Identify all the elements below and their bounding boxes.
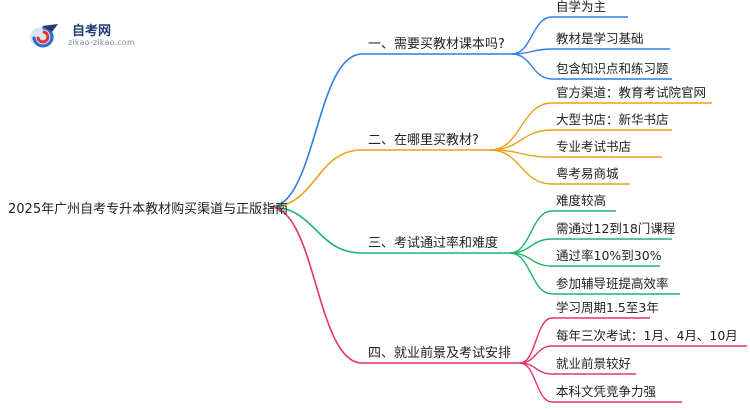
leaf-topic: 需通过12到18门课程 xyxy=(556,221,676,236)
leaf-connector xyxy=(509,210,553,254)
leaf-topic: 粤考易商城 xyxy=(556,166,619,181)
logo-url: zikao-zikao.com xyxy=(68,38,135,47)
leaf-connector xyxy=(519,362,553,403)
branch-connector xyxy=(269,149,363,208)
leaf-topic: 每年三次考试：1月、4月、10月 xyxy=(556,328,738,343)
root-topic: 2025年广州自考专升本教材购买渠道与正版指南 xyxy=(8,201,288,217)
leaf-connector xyxy=(519,345,553,364)
graduation-cap-icon xyxy=(30,24,58,48)
leaf-topic: 大型书店：新华书店 xyxy=(556,112,669,127)
leaf-connector xyxy=(489,129,553,151)
leaf-topic: 包含知识点和练习题 xyxy=(556,61,669,76)
mind-map-edges xyxy=(269,16,747,403)
leaf-topic: 本科文凭竞争力强 xyxy=(556,384,657,399)
leaf-connector xyxy=(489,149,553,185)
branch-connector xyxy=(269,206,363,254)
branch-connector xyxy=(269,53,363,208)
leaf-connector xyxy=(511,48,553,55)
branch-topic: 三、考试通过率和难度 xyxy=(368,235,498,251)
site-logo[interactable]: 自考网 zikao-zikao.com xyxy=(28,18,148,54)
leaf-topic: 就业前景较好 xyxy=(556,356,631,371)
branch-topic: 四、就业前景及考试安排 xyxy=(368,345,511,361)
leaf-connector xyxy=(509,252,553,295)
branch-topic: 二、在哪里买教材? xyxy=(368,132,479,148)
leaf-topic: 学习周期1.5至3年 xyxy=(556,300,659,315)
leaf-topic: 通过率10%到30% xyxy=(556,248,662,263)
leaf-connector xyxy=(519,317,553,364)
logo-title: 自考网 xyxy=(72,24,112,39)
leaf-topic: 参加辅导班提高效率 xyxy=(556,276,669,291)
leaf-connector xyxy=(511,53,553,80)
leaf-topic: 教材是学习基础 xyxy=(556,31,644,46)
leaf-topic: 难度较高 xyxy=(556,193,606,208)
leaf-connector xyxy=(489,102,553,151)
branch-connector xyxy=(269,206,363,364)
leaf-topic: 专业考试书店 xyxy=(556,139,631,154)
leaf-topic: 官方渠道：教育考试院官网 xyxy=(556,85,706,100)
mind-map-nodes: 2025年广州自考专升本教材购买渠道与正版指南 一、需要买教材课本吗? 自学为主教材… xyxy=(8,0,738,399)
leaf-topic: 自学为主 xyxy=(556,0,606,14)
branch-topic: 一、需要买教材课本吗? xyxy=(368,36,505,52)
leaf-connector xyxy=(511,16,553,55)
